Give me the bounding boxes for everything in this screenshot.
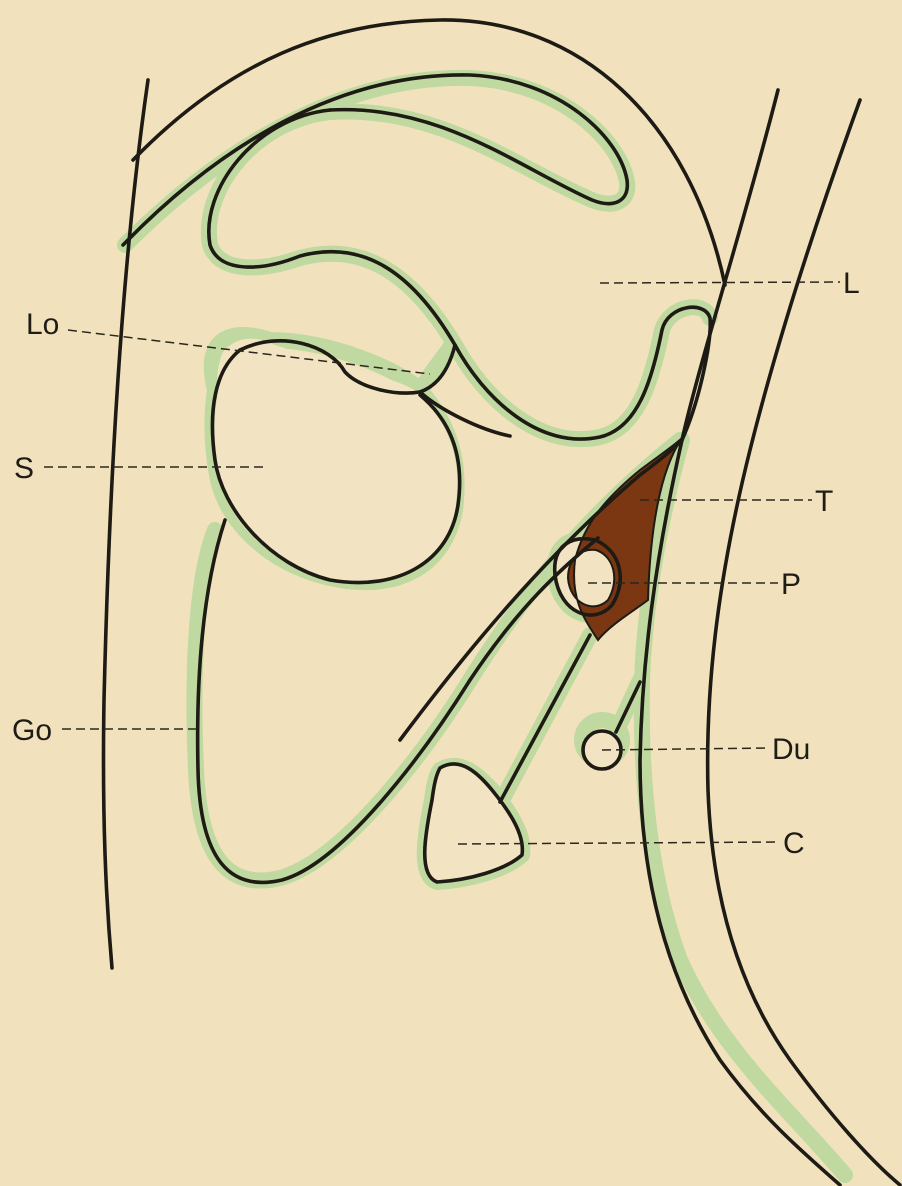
label-p: P [781, 568, 801, 601]
label-t: T [815, 485, 833, 518]
outer-arch [133, 20, 725, 285]
left-body-wall [103, 80, 148, 968]
label-s: S [14, 452, 34, 485]
label-c: C [783, 827, 805, 860]
duct-to-c [500, 635, 590, 802]
label-du: Du [772, 733, 810, 766]
cavity-fills [215, 339, 622, 882]
right-wall-inner [640, 90, 840, 1185]
label-l: L [843, 267, 860, 300]
right-wall-outer [708, 100, 900, 1185]
label-go: Go [12, 714, 52, 747]
leader-l [600, 282, 840, 283]
label-lo: Lo [26, 308, 59, 341]
